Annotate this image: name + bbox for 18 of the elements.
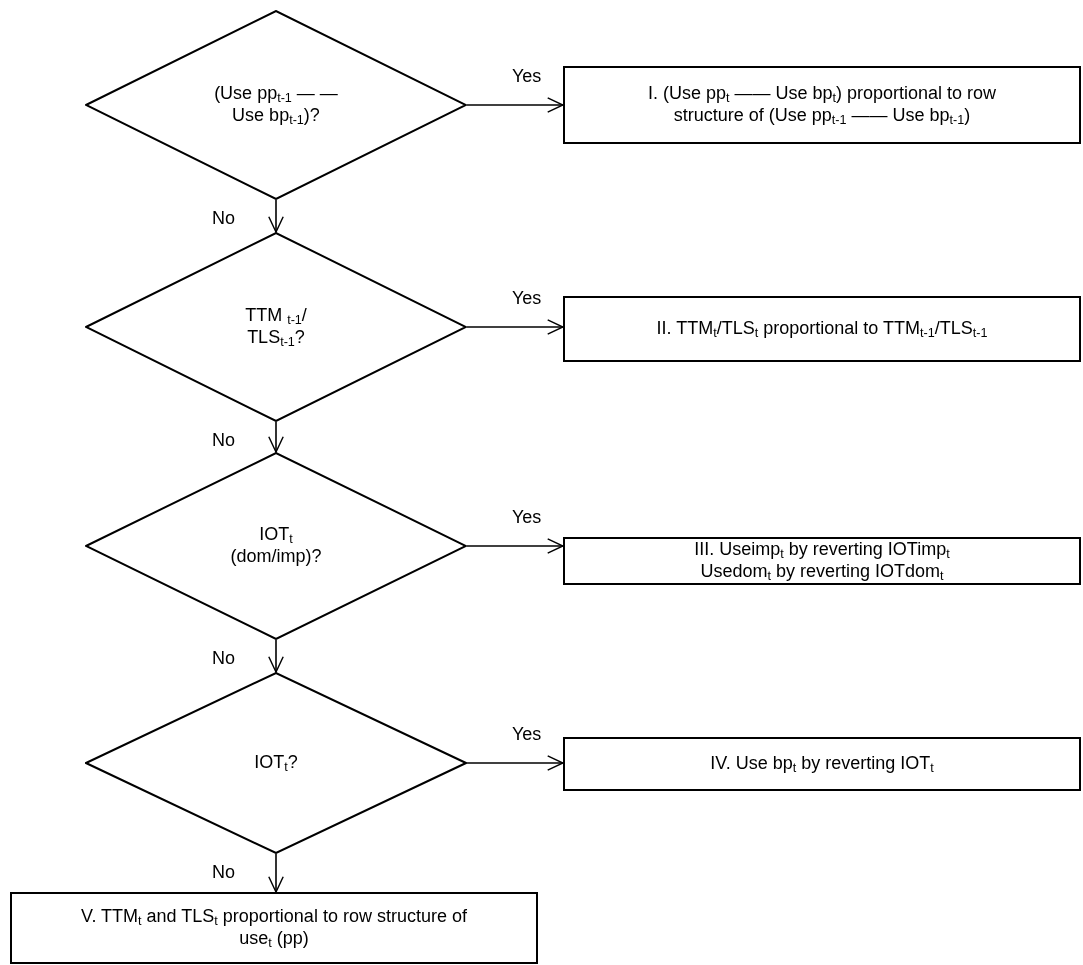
decision-diamond xyxy=(85,672,467,854)
node-text: II. TTM$_{t}$/TLS$_{t}$ proportional to TTM$_{t-1}$/TLS$_{t-1}$ xyxy=(655,318,989,340)
node-text: III. Useimp$_{t}$ by reverting IOTimp$_{t}$ Usedom$_{t}$ by reverting IOTdom$_{t}$ xyxy=(693,539,951,583)
node-text: IOT$_{t}$ (dom/imp)? xyxy=(229,524,323,568)
node-text: (Use pp$_{t-1}$ — — Use bp$_{t-1}$)? xyxy=(213,83,339,127)
node-text: I. (Use pp$_{t}$ —— Use bp$_{t}$) proportional to row structure of (Use pp$_{t-1}$ —— Use bp$_{t-1}$) xyxy=(646,83,998,127)
decision-diamond xyxy=(85,10,467,200)
process-box xyxy=(563,66,1081,144)
decision-diamond xyxy=(85,452,467,640)
node-text: IV. Use bp$_{t}$ by reverting IOT$_{t}$ xyxy=(709,753,935,775)
process-box xyxy=(563,537,1081,585)
process-box xyxy=(10,892,538,964)
process-box xyxy=(563,737,1081,791)
process-box xyxy=(563,296,1081,362)
decision-diamond xyxy=(85,232,467,422)
node-text: TTM $_{t-1}$/ TLS$_{t-1}$? xyxy=(244,305,308,349)
node-text: IOT$_{t}$? xyxy=(253,752,299,774)
node-text: V. TTM$_{t}$ and TLS$_{t}$ proportional to row structure of use$_{t}$ (pp) xyxy=(80,906,468,950)
